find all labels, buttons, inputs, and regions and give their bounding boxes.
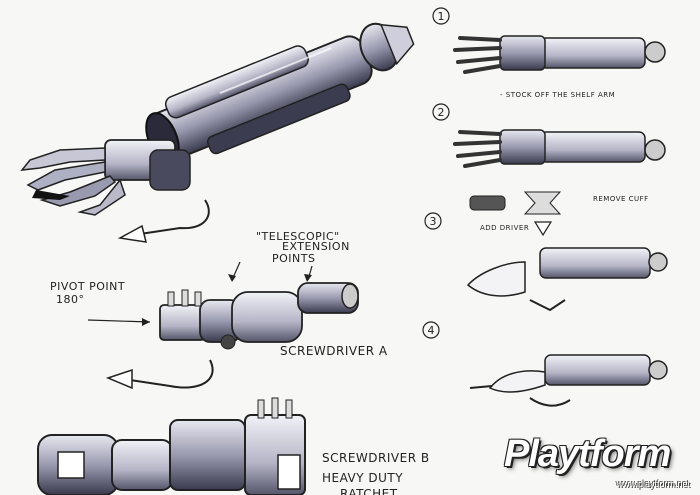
pivot-angle-label: 180° xyxy=(56,293,85,306)
step-2-arm xyxy=(453,129,666,237)
stock-arm-label: - STOCK OFF THE SHELF ARM xyxy=(500,91,615,99)
step-number-4: 4 xyxy=(428,324,435,337)
step-3-arm xyxy=(466,247,668,312)
ratchet-label: RATCHET xyxy=(340,487,398,495)
watermark-brand: Playtform xyxy=(504,433,671,475)
step-number-1: 1 xyxy=(438,10,445,23)
step-number-3: 3 xyxy=(430,215,437,228)
screwdriver-a-drawing xyxy=(87,261,359,390)
pivot-point-label: PIVOT POINT xyxy=(50,280,125,293)
large-robot-arm-drawing xyxy=(20,22,415,243)
step-1-arm xyxy=(453,35,666,74)
points-label: POINTS xyxy=(272,252,315,265)
screwdriver-b-label: SCREWDRIVER B xyxy=(322,451,430,465)
playtform-watermark: Playtform www.playtform.net xyxy=(494,433,694,489)
extension-label: EXTENSION xyxy=(282,240,350,253)
remove-cuff-label: REMOVE CUFF xyxy=(593,195,649,203)
screwdriver-a-label: SCREWDRIVER A xyxy=(280,344,388,358)
step-4-arm xyxy=(469,354,668,407)
step-number-2: 2 xyxy=(438,106,445,119)
watermark-url: www.playtform.net xyxy=(616,479,690,489)
telescopic-label: "TELESCOPIC" xyxy=(256,230,340,243)
heavy-duty-label: HEAVY DUTY xyxy=(322,471,403,485)
add-driver-label: ADD DRIVER xyxy=(480,224,529,232)
screwdriver-b-drawing xyxy=(37,397,306,495)
